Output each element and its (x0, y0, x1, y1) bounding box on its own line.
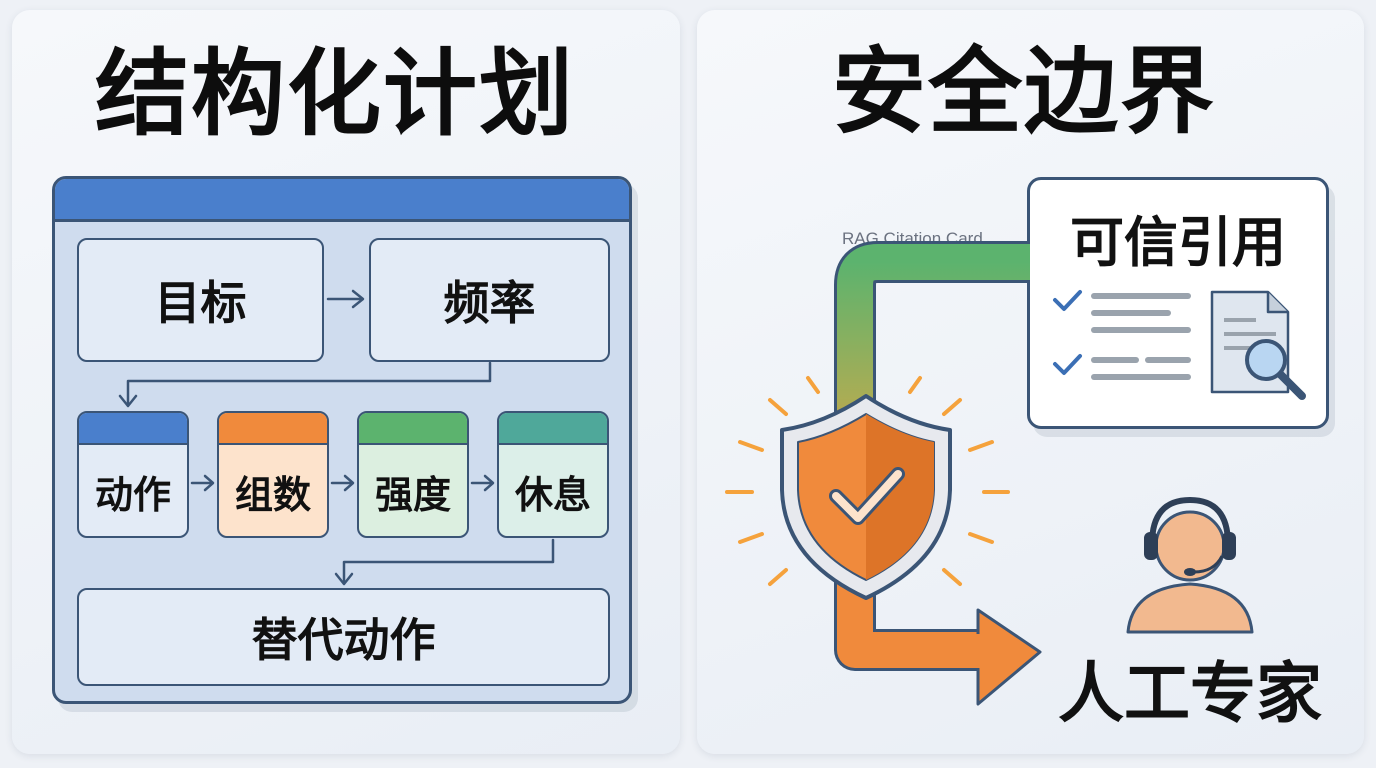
step-card-action: 动作 (77, 411, 189, 538)
step-card-cap (499, 413, 607, 445)
routing-pipe (834, 241, 1042, 706)
step-card-intensity: 强度 (357, 411, 469, 538)
safety-boundary-title: 安全边界 (832, 38, 1217, 147)
alternative-action-box: 替代动作 (77, 588, 610, 686)
structured-plan-title: 结构化计划 (95, 40, 576, 149)
arrow-frequency-to-action (118, 361, 492, 408)
flow-arrows (118, 289, 555, 586)
step-card-cap (359, 413, 467, 445)
goal-box: 目标 (77, 238, 324, 362)
arrow-rest-to-alternative (334, 538, 555, 586)
arrow-sets-to-intensity (330, 474, 355, 492)
check-icon (1053, 354, 1082, 375)
plan-window-titlebar (55, 179, 629, 222)
shield-check-icon (780, 394, 952, 600)
shield-rays (725, 376, 1010, 586)
step-card-label: 休息 (514, 473, 591, 517)
human-expert-label: 人工专家 (1058, 655, 1322, 732)
step-card-sets: 组数 (217, 411, 329, 538)
step-card-label: 组数 (234, 473, 311, 517)
headset-agent-icon (1126, 496, 1254, 634)
step-card-label: 强度 (374, 473, 451, 517)
citation-card-lines (1053, 290, 1191, 380)
magnifier-icon (1245, 339, 1306, 400)
step-card-cap (219, 413, 327, 445)
arrow-goal-to-frequency (326, 289, 365, 309)
step-card-label: 动作 (94, 473, 171, 517)
step-card-cap (79, 413, 187, 445)
arrow-to-expert-icon (976, 608, 1042, 706)
citation-card-title: 可信引用 (1070, 211, 1286, 274)
check-icon (1053, 290, 1082, 311)
step-card-rest: 休息 (497, 411, 609, 538)
arrow-action-to-sets (190, 474, 215, 492)
arrow-intensity-to-rest (470, 474, 495, 492)
frequency-box: 频率 (369, 238, 610, 362)
